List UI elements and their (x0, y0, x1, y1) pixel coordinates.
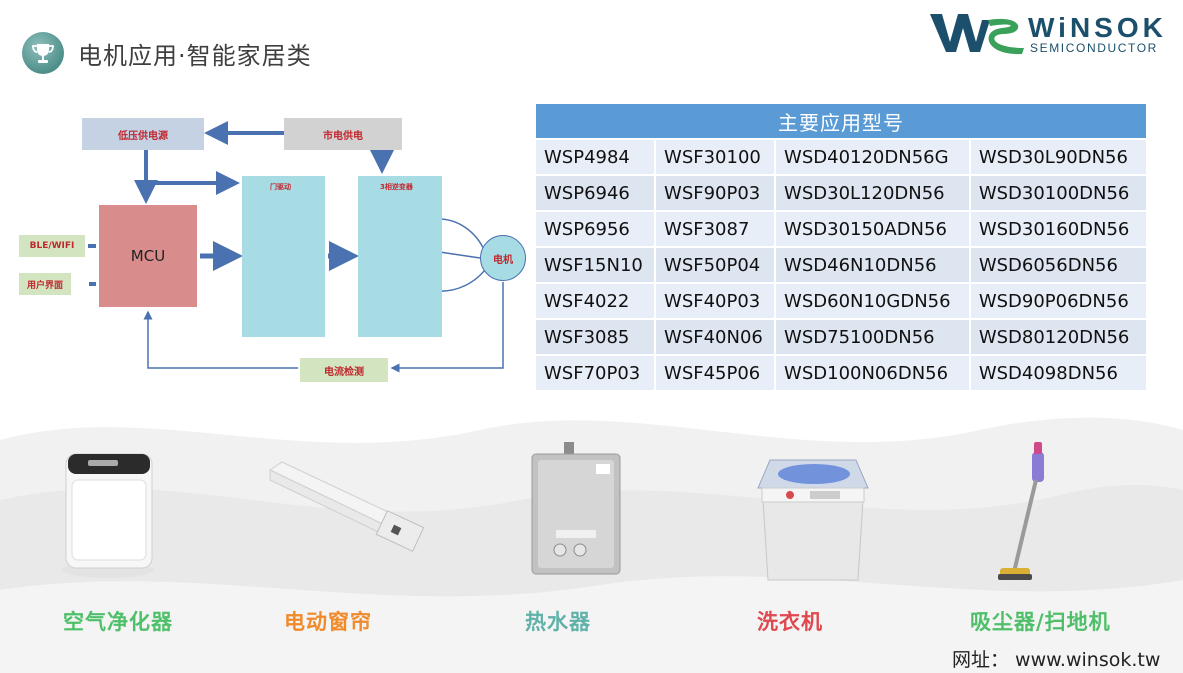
table-cell: WSF40P03 (656, 284, 775, 318)
page-title: 电机应用·智能家居类 (78, 42, 312, 70)
table-cell: WSF45P06 (656, 356, 775, 390)
winsok-logo: WiNSOK SEMICONDUCTOR (928, 8, 1168, 58)
table-cell: WSD90P06DN56 (970, 284, 1146, 318)
table-cell: WSF30100 (656, 140, 775, 174)
mains-supply-block: 市电供电 (284, 118, 402, 150)
table-cell: WSP6946 (536, 176, 655, 210)
motor-control-block-diagram: 低压供电源 市电供电 MCU BLE/WIFI 用户界面 门驱动 3相逆变器 电… (8, 104, 534, 386)
table-row: WSP6956 WSF3087 WSD30150ADN56 WSD30160DN… (536, 212, 1146, 246)
table-cell: WSD30L90DN56 (970, 140, 1146, 174)
table-cell: WSF3087 (656, 212, 775, 246)
gate-driver-label: 门驱动 (270, 183, 291, 191)
table-cell: WSD75100DN56 (776, 320, 969, 354)
logo-wordmark: WiNSOK (1028, 12, 1167, 43)
model-table-header: 主要应用型号 (536, 104, 1146, 138)
inverter-block (358, 176, 442, 337)
table-cell: WSF40N06 (656, 320, 775, 354)
vacuum-cleaner-icon (998, 442, 1044, 580)
table-cell: WSD100N06DN56 (776, 356, 969, 390)
table-cell: WSD4098DN56 (970, 356, 1146, 390)
table-cell: WSD80120DN56 (970, 320, 1146, 354)
current-sense-block: 电流检测 (300, 358, 388, 382)
table-cell: WSD46N10DN56 (776, 248, 969, 282)
table-cell: WSD40120DN56G (776, 140, 969, 174)
table-cell: WSF50P04 (656, 248, 775, 282)
ws-logo-mark (930, 14, 1024, 55)
table-cell: WSD60N10GDN56 (776, 284, 969, 318)
table-cell: WSF90P03 (656, 176, 775, 210)
table-cell: WSD30100DN56 (970, 176, 1146, 210)
table-row: WSP4984 WSF30100 WSD40120DN56G WSD30L90D… (536, 140, 1146, 174)
table-cell: WSP6956 (536, 212, 655, 246)
curtain-motor-icon (268, 461, 425, 552)
product-label-washing-machine: 洗衣机 (757, 610, 823, 634)
gate-driver-block (242, 176, 325, 337)
low-voltage-supply-block: 低压供电源 (82, 118, 204, 150)
air-purifier-icon (62, 453, 154, 578)
user-interface-block: 用户界面 (19, 273, 71, 295)
table-cell: WSF4022 (536, 284, 655, 318)
motor-block: 电机 (480, 235, 526, 281)
product-label-curtain: 电动窗帘 (284, 610, 372, 634)
model-table: 主要应用型号 WSP4984 WSF30100 WSD40120DN56G WS… (534, 102, 1148, 392)
table-row: WSF70P03 WSF45P06 WSD100N06DN56 WSD4098D… (536, 356, 1146, 390)
product-label-water-heater: 热水器 (525, 610, 591, 634)
product-label-air-purifier: 空气净化器 (63, 610, 173, 634)
inverter-label: 3相逆变器 (380, 183, 413, 191)
logo-subtitle: SEMICONDUCTOR (1030, 41, 1158, 55)
product-label-vacuum: 吸尘器/扫地机 (970, 610, 1111, 634)
table-cell: WSD30160DN56 (970, 212, 1146, 246)
trophy-icon (22, 32, 64, 74)
table-cell: WSD30L120DN56 (776, 176, 969, 210)
table-cell: WSD30150ADN56 (776, 212, 969, 246)
table-cell: WSF70P03 (536, 356, 655, 390)
footer-website: 网址： www.winsok.tw (952, 649, 1161, 671)
table-cell: WSF15N10 (536, 248, 655, 282)
water-heater-icon (531, 442, 621, 575)
table-row: WSP6946 WSF90P03 WSD30L120DN56 WSD30100D… (536, 176, 1146, 210)
table-cell: WSF3085 (536, 320, 655, 354)
table-row: WSF4022 WSF40P03 WSD60N10GDN56 WSD90P06D… (536, 284, 1146, 318)
mcu-block: MCU (99, 205, 197, 307)
washing-machine-icon (757, 459, 869, 581)
table-cell: WSP4984 (536, 140, 655, 174)
ble-wifi-block: BLE/WIFI (19, 235, 85, 257)
table-row: WSF15N10 WSF50P04 WSD46N10DN56 WSD6056DN… (536, 248, 1146, 282)
table-row: WSF3085 WSF40N06 WSD75100DN56 WSD80120DN… (536, 320, 1146, 354)
table-cell: WSD6056DN56 (970, 248, 1146, 282)
